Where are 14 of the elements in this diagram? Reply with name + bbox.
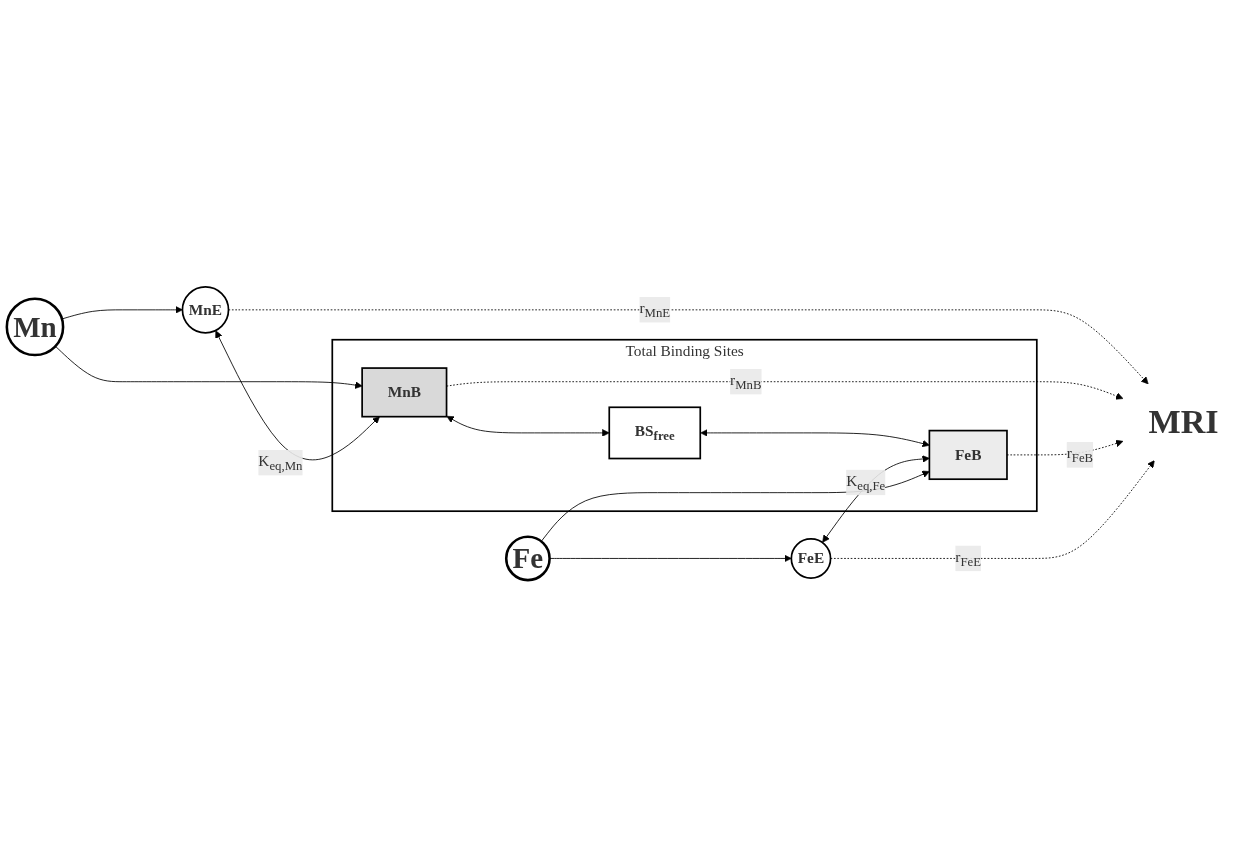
edge-label: r$_{MnE}$ (639, 299, 671, 320)
node-circle: FeE (790, 537, 832, 579)
edge-label: r$_{FeE}$ (955, 548, 982, 569)
node-circle: Mn (5, 297, 65, 357)
node-text: MRI (1148, 402, 1219, 441)
node-box: FeB (928, 429, 1008, 481)
node-box: MnB (361, 367, 448, 418)
node-circle: MnE (181, 285, 230, 334)
node-box: BS$_{free}$ (608, 406, 702, 460)
edge-label: K$_{eq,Mn}$ (258, 452, 303, 473)
node-circle: Fe (504, 535, 551, 582)
edge-label: r$_{MnB}$ (730, 371, 762, 392)
edge-label: K$_{eq,Fe}$ (846, 472, 886, 493)
edge-label: r$_{FeB}$ (1066, 444, 1094, 465)
